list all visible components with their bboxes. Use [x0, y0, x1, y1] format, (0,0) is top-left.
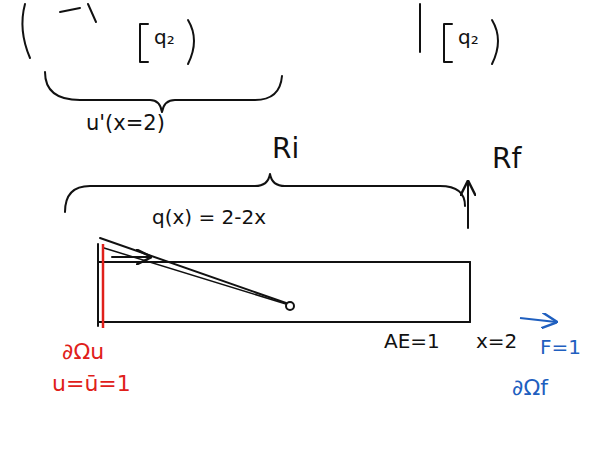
boundary-label: ∂Ωf	[512, 376, 548, 400]
bracket-fragment	[419, 4, 421, 52]
sketch-fragment	[60, 4, 96, 22]
boundary-residual: Rf	[492, 144, 521, 175]
load-line	[104, 248, 286, 304]
zero-point	[286, 302, 294, 310]
vector-entry: q₂	[458, 26, 479, 48]
brace	[45, 72, 282, 112]
bracket-fragment	[22, 4, 30, 58]
dirichlet-boundary	[102, 244, 105, 328]
load-arrow	[112, 256, 150, 258]
bracket	[188, 20, 194, 64]
vector-entry: q₂	[154, 26, 175, 48]
stiffness-label: AE=1	[384, 330, 440, 352]
bracket	[492, 20, 498, 64]
bracket	[444, 24, 452, 62]
interior-residual: Ri	[272, 134, 299, 165]
reaction-arrow	[467, 182, 469, 228]
load-line	[100, 238, 286, 303]
force-label: F=1	[540, 336, 581, 358]
position-label: x=2	[476, 330, 517, 352]
load-function: q(x) = 2-2x	[152, 206, 266, 228]
bar-edge	[98, 321, 470, 323]
boundary-label: ∂Ωu	[62, 340, 104, 364]
bracket	[140, 24, 148, 62]
bar-end	[97, 244, 99, 326]
bar-end	[469, 262, 471, 322]
boundary-condition: u=ū=1	[52, 372, 131, 396]
derivative-label: u'(x=2)	[86, 112, 165, 135]
force-arrow	[520, 318, 556, 322]
